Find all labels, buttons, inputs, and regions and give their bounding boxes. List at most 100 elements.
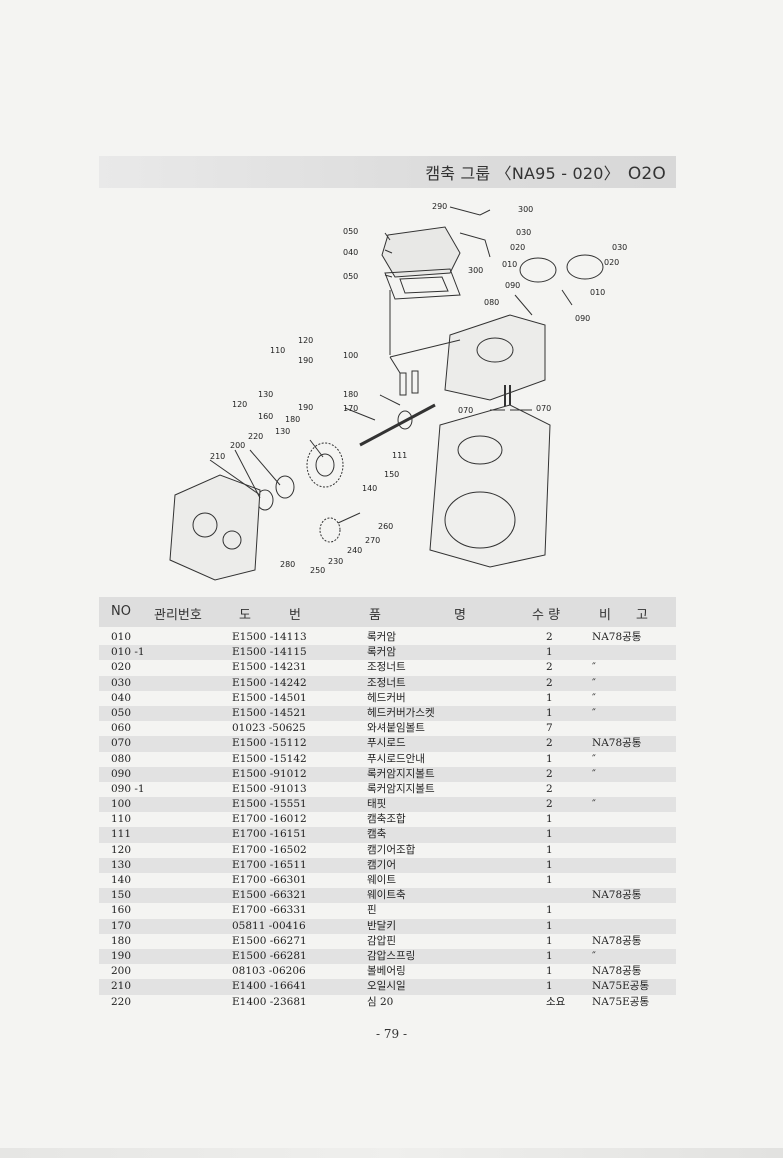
callout-label: 290 (432, 202, 447, 211)
callout-label: 130 (275, 427, 290, 436)
gear-case (169, 474, 261, 581)
part-no: 090 (111, 767, 132, 780)
part-name: 캠축 (367, 828, 387, 841)
drawing-number: E1500 -14115 (232, 646, 307, 659)
drawing-number: E1500 -66281 (232, 949, 307, 962)
quantity: 1 (546, 843, 553, 856)
callout-label: 080 (484, 298, 499, 307)
drawing-number: E1400 -16641 (232, 980, 307, 993)
table-row: 200 08103 -06206 볼베어링 1 NA78공통 (99, 964, 676, 979)
part-name: 캠기어 (367, 858, 396, 871)
part-no: 110 (111, 813, 132, 826)
col-drawing-b: 번 (289, 608, 301, 623)
callout-label: 180 (343, 390, 358, 399)
part-no: 010 (111, 631, 132, 643)
col-no: NO (111, 604, 131, 619)
part-no: 130 (111, 858, 132, 871)
quantity: 2 (546, 782, 553, 795)
callout-label: 120 (232, 400, 247, 409)
remark: NA75E공통 (592, 995, 650, 1008)
rocker-arm-left (519, 257, 557, 283)
drawing-number: E1700 -16511 (232, 858, 307, 871)
quantity: 1 (546, 980, 553, 993)
callout-label: 300 (468, 266, 483, 275)
quantity: 2 (546, 631, 553, 643)
remark: ″ (592, 949, 596, 962)
part-no: 190 (111, 949, 132, 962)
callout-label: 270 (365, 536, 380, 545)
page-number: - 79 - (375, 1027, 407, 1041)
quantity: 1 (546, 874, 553, 886)
callout-label: 230 (328, 557, 343, 566)
quantity: 1 (546, 949, 553, 962)
part-name: 캠기어조합 (367, 843, 416, 856)
remark: NA78공통 (592, 965, 642, 978)
col-qty: 수 량 (532, 608, 561, 623)
part-name: 볼베어링 (367, 965, 406, 978)
callout-label: 010 (590, 288, 605, 297)
quantity: 1 (546, 965, 553, 978)
callout-label: 020 (510, 243, 525, 252)
drawing-number: E1500 -91013 (232, 782, 307, 795)
rocker-arm-right (566, 254, 604, 280)
quantity: 1 (546, 828, 553, 841)
col-note-a: 비 (599, 608, 611, 623)
drawing-number: E1500 -14242 (232, 676, 307, 689)
drawing-number: E1500 -66271 (232, 934, 307, 947)
drawing-number: E1500 -66321 (232, 889, 307, 902)
part-name: 헤드커버가스켓 (367, 706, 435, 719)
group-title: 캠축 그룹 〈NA95 - 020〉 (425, 164, 620, 183)
drawing-number: E1500 -14521 (232, 706, 307, 719)
drawing-number: E1700 -16151 (232, 828, 307, 841)
part-no: 010 -1 (111, 646, 145, 659)
callout-label: 180 (285, 415, 300, 424)
col-name-b: 명 (454, 608, 466, 623)
part-no: 150 (111, 889, 132, 902)
part-name: 캠축조합 (367, 813, 406, 826)
quantity: 1 (546, 646, 553, 659)
callout-label: 020 (604, 258, 619, 267)
scan-edge (0, 1148, 783, 1158)
quantity: 소요 (546, 995, 566, 1008)
callout-label: 140 (362, 484, 377, 493)
diagram-callouts: 290 300 300 030 020 010 030 020 010 090 … (210, 202, 627, 575)
col-note-b: 고 (636, 608, 648, 623)
callout-label: 070 (536, 404, 551, 413)
callout-label: 030 (612, 243, 627, 252)
part-no: 111 (111, 828, 132, 841)
callout-label: 040 (343, 248, 358, 257)
part-no: 090 -1 (111, 782, 145, 795)
part-name: 반달키 (367, 919, 396, 932)
callout-label: 280 (280, 560, 295, 569)
drawing-number: E1500 -15112 (232, 737, 307, 750)
part-name: 감압스프링 (367, 949, 416, 962)
remark: ″ (592, 676, 596, 689)
part-no: 050 (111, 706, 132, 719)
remark: ″ (592, 661, 596, 674)
drawing-number: E1700 -66331 (232, 904, 307, 917)
drawing-number: E1500 -14231 (232, 661, 307, 674)
part-no: 200 (111, 965, 132, 978)
drawing-number: 08103 -06206 (232, 965, 306, 978)
part-name: 와셔붙임볼트 (367, 722, 425, 735)
callout-label: 110 (270, 346, 285, 355)
part-no: 120 (111, 843, 132, 856)
part-name: 조정너트 (367, 661, 406, 674)
quantity: 2 (546, 661, 553, 674)
part-name: 오일시일 (367, 980, 406, 993)
callout-label: 240 (347, 546, 362, 555)
callout-label: 300 (518, 205, 533, 214)
part-no: 030 (111, 676, 132, 689)
drawing-number: 05811 -00416 (232, 919, 306, 932)
